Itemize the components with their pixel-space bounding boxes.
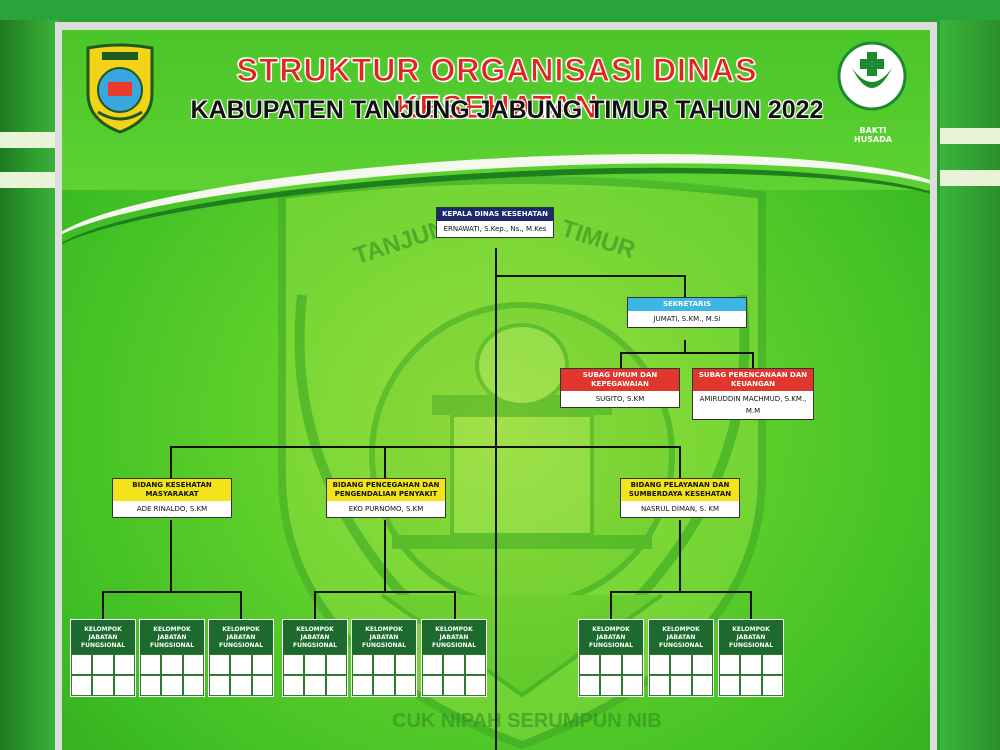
connector-line	[684, 340, 686, 352]
bidang-yankes-title: BIDANG PELAYANAN DAN SUMBERDAYA KESEHATA…	[621, 479, 739, 501]
bidang-kesmas-name: ADE RINALDO, S.KM	[113, 501, 231, 517]
sekretaris-title: SEKRETARIS	[628, 298, 746, 311]
bidang-yankes-name: NASRUL DIMAN, S. KM	[621, 501, 739, 517]
kelompok-fungsional-title: KELOMPOK JABATAN FUNGSIONAL	[649, 620, 713, 654]
wall-left-panel	[0, 20, 58, 750]
kelompok-fungsional-box: KELOMPOK JABATAN FUNGSIONAL	[70, 619, 136, 697]
kelompok-fungsional-title: KELOMPOK JABATAN FUNGSIONAL	[719, 620, 783, 654]
kelompok-fungsional-box: KELOMPOK JABATAN FUNGSIONAL	[648, 619, 714, 697]
connector-line	[102, 591, 104, 619]
bidang-kesmas-box: BIDANG KESEHATAN MASYARAKAT ADE RINALDO,…	[112, 478, 232, 518]
bidang-p2p-name: EKO PURNOMO, S.KM	[327, 501, 445, 517]
connector-line	[384, 446, 386, 478]
connector-line	[684, 275, 686, 297]
connector-line	[610, 591, 612, 619]
kepala-dinas-title: KEPALA DINAS KESEHATAN	[437, 208, 553, 221]
banner-subtitle: KABUPATEN TANJUNG JABUNG TIMUR TAHUN 202…	[190, 96, 824, 124]
bidang-p2p-box: BIDANG PENCEGAHAN DAN PENGENDALIAN PENYA…	[326, 478, 446, 518]
kelompok-fungsional-box: KELOMPOK JABATAN FUNGSIONAL	[139, 619, 205, 697]
connector-line	[240, 591, 242, 619]
connector-line	[170, 446, 172, 478]
sekretaris-name: JUMATI, S.KM., M.Si	[628, 311, 746, 327]
kelompok-fungsional-box: KELOMPOK JABATAN FUNGSIONAL	[421, 619, 487, 697]
connector-line	[495, 275, 685, 277]
kelompok-fungsional-box: KELOMPOK JABATAN FUNGSIONAL	[282, 619, 348, 697]
kelompok-fungsional-title: KELOMPOK JABATAN FUNGSIONAL	[579, 620, 643, 654]
kepala-dinas-name: ERNAWATI, S.Kep., Ns., M.Kes	[437, 221, 553, 237]
connector-line	[314, 591, 454, 593]
subag-umum-title: SUBAG UMUM DAN KEPEGAWAIAN	[561, 369, 679, 391]
subag-perencanaan-name: AMIRUDDIN MACHMUD, S.KM., M.M	[693, 391, 813, 419]
watermark-text-bottom: CUK NIPAH SERUMPUN NIB	[392, 710, 662, 732]
wall-stripe	[0, 172, 58, 188]
wall-right-panel	[940, 20, 1000, 750]
subag-umum-box: SUBAG UMUM DAN KEPEGAWAIAN SUGITO, S.KM	[560, 368, 680, 408]
connector-line	[620, 352, 622, 368]
bakti-husada-label: BAKTI HUSADA	[854, 126, 892, 144]
sekretaris-box: SEKRETARIS JUMATI, S.KM., M.Si	[627, 297, 747, 328]
connector-line	[170, 446, 681, 448]
kelompok-fungsional-box: KELOMPOK JABATAN FUNGSIONAL	[351, 619, 417, 697]
header-band	[62, 30, 930, 190]
connector-line	[752, 352, 754, 368]
regency-logo	[86, 43, 154, 134]
bidang-yankes-box: BIDANG PELAYANAN DAN SUMBERDAYA KESEHATA…	[620, 478, 740, 518]
connector-line	[620, 352, 754, 354]
kelompok-fungsional-title: KELOMPOK JABATAN FUNGSIONAL	[140, 620, 204, 654]
connector-line	[102, 591, 240, 593]
connector-line	[314, 591, 316, 619]
kelompok-fungsional-title: KELOMPOK JABATAN FUNGSIONAL	[352, 620, 416, 654]
bidang-kesmas-title: BIDANG KESEHATAN MASYARAKAT	[113, 479, 231, 501]
wall-top-trim	[0, 0, 1000, 20]
kelompok-fungsional-title: KELOMPOK JABATAN FUNGSIONAL	[283, 620, 347, 654]
connector-line	[679, 446, 681, 478]
kelompok-fungsional-title: KELOMPOK JABATAN FUNGSIONAL	[71, 620, 135, 654]
connector-line	[384, 520, 386, 592]
banner-title: STRUKTUR ORGANISASI DINAS KESEHATAN	[236, 52, 758, 126]
kelompok-fungsional-title: KELOMPOK JABATAN FUNGSIONAL	[422, 620, 486, 654]
subag-umum-name: SUGITO, S.KM	[561, 391, 679, 407]
wall-stripe	[940, 128, 1000, 144]
kelompok-fungsional-title: KELOMPOK JABATAN FUNGSIONAL	[209, 620, 273, 654]
connector-line	[454, 591, 456, 619]
connector-line-main	[495, 248, 497, 750]
subag-perencanaan-title: SUBAG PERENCANAAN DAN KEUANGAN	[693, 369, 813, 391]
kepala-dinas-box: KEPALA DINAS KESEHATAN ERNAWATI, S.Kep.,…	[436, 207, 554, 238]
connector-line	[610, 591, 750, 593]
wall-stripe	[0, 132, 58, 148]
wall-stripe	[940, 170, 1000, 186]
connector-line	[750, 591, 752, 619]
kelompok-fungsional-box: KELOMPOK JABATAN FUNGSIONAL	[208, 619, 274, 697]
bidang-p2p-title: BIDANG PENCEGAHAN DAN PENGENDALIAN PENYA…	[327, 479, 445, 501]
kelompok-fungsional-box: KELOMPOK JABATAN FUNGSIONAL	[578, 619, 644, 697]
org-chart-banner: TANJUNG TIMUR CUK NIPAH SERUMPUN NIB BAK…	[62, 30, 930, 750]
subag-perencanaan-box: SUBAG PERENCANAAN DAN KEUANGAN AMIRUDDIN…	[692, 368, 814, 420]
connector-line	[679, 520, 681, 592]
kelompok-fungsional-box: KELOMPOK JABATAN FUNGSIONAL	[718, 619, 784, 697]
connector-line	[170, 520, 172, 592]
bakti-husada-logo	[837, 41, 907, 111]
